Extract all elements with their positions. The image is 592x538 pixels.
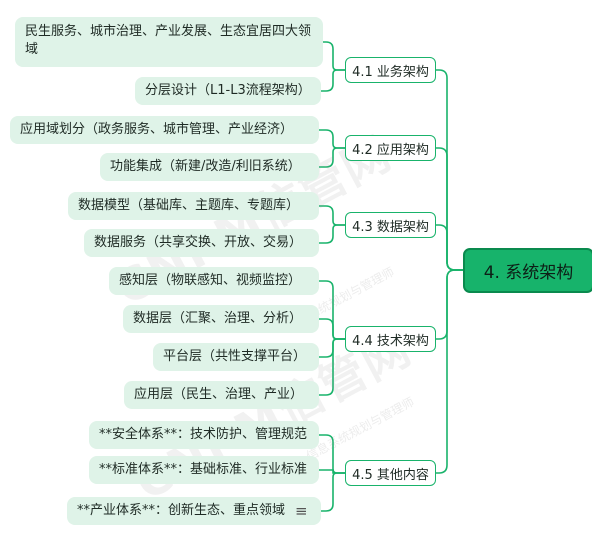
leaf-item[interactable]: 数据服务（共享交换、开放、交易） xyxy=(84,229,319,257)
connector-line xyxy=(319,318,345,340)
connector-line xyxy=(436,224,463,271)
connector-line xyxy=(323,41,345,71)
leaf-item[interactable]: 感知层（物联感知、视频监控） xyxy=(109,267,319,295)
connector-line xyxy=(319,434,345,474)
leaf-item[interactable]: **安全体系**：技术防护、管理规范 xyxy=(89,421,319,449)
connector-line xyxy=(319,205,345,226)
connector-line xyxy=(319,338,345,358)
connector-line xyxy=(319,224,345,244)
section-node-data[interactable]: 4.3 数据架构 xyxy=(345,212,436,238)
section-node-application[interactable]: 4.2 应用架构 xyxy=(345,135,436,161)
leaf-item-label: **产业体系**：创新生态、重点领域 xyxy=(77,503,286,518)
connector-line xyxy=(321,472,345,512)
connector-line xyxy=(319,338,345,396)
connector-line xyxy=(319,280,345,340)
connector-line xyxy=(319,147,345,168)
leaf-item[interactable]: 数据模型（基础库、主题库、专题库） xyxy=(68,192,319,220)
leaf-item[interactable]: 数据层（汇聚、治理、分析） xyxy=(123,305,319,333)
leaf-item[interactable]: 应用层（民生、治理、产业） xyxy=(124,381,319,409)
connector-line xyxy=(319,129,345,149)
section-node-business[interactable]: 4.1 业务架构 xyxy=(345,57,436,83)
connector-line xyxy=(436,147,463,271)
leaf-item[interactable]: 功能集成（新建/改造/利旧系统） xyxy=(100,153,319,181)
leaf-item[interactable]: 平台层（共性支撑平台） xyxy=(153,343,319,371)
leaf-item[interactable]: **产业体系**：创新生态、重点领域 ≡ xyxy=(67,497,321,525)
connector-line xyxy=(436,269,463,340)
root-node[interactable]: 4. 系统架构 xyxy=(463,248,592,293)
section-node-other[interactable]: 4.5 其他内容 xyxy=(345,460,436,486)
leaf-item[interactable]: **标准体系**：基础标准、行业标准 xyxy=(89,456,319,484)
connector-line xyxy=(436,69,463,271)
leaf-item[interactable]: 应用域划分（政务服务、城市管理、产业经济） xyxy=(10,116,319,144)
section-node-technology[interactable]: 4.4 技术架构 xyxy=(345,326,436,352)
connector-line xyxy=(436,269,463,474)
leaf-item[interactable]: 分层设计（L1-L3流程架构） xyxy=(135,77,321,105)
leaf-item[interactable]: 民生服务、城市治理、产业发展、生态宜居四大领域 xyxy=(15,17,323,67)
note-lines-icon[interactable]: ≡ xyxy=(295,502,308,520)
connector-line xyxy=(321,69,345,92)
